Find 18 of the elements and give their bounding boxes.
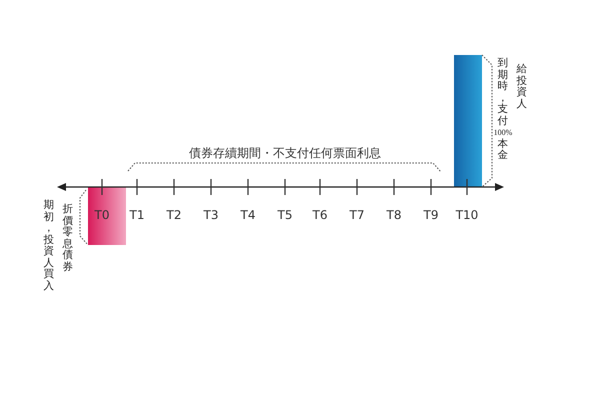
value-bar xyxy=(88,187,126,245)
time-label: T9 xyxy=(424,208,438,222)
vertical-annotation: 給投資人 xyxy=(516,64,528,110)
value-bar xyxy=(454,55,482,187)
time-label: T0 xyxy=(94,208,110,222)
time-label: T10 xyxy=(456,208,478,222)
period-note: 債券存續期間・不支付任何票面利息 xyxy=(189,145,381,162)
time-label: T5 xyxy=(278,208,292,222)
time-label: T3 xyxy=(204,208,218,222)
time-label: T6 xyxy=(312,208,328,222)
time-label: T7 xyxy=(350,208,364,222)
time-label: T2 xyxy=(166,208,182,222)
vertical-annotation: 期初，投資人買入 xyxy=(42,200,56,292)
vertical-annotation: 折價零息債券 xyxy=(62,204,74,273)
vertical-annotation: 到期時，支付100%本金 xyxy=(496,58,510,162)
time-label: T4 xyxy=(240,208,256,222)
time-label: T1 xyxy=(130,208,144,222)
time-label: T8 xyxy=(386,208,402,222)
